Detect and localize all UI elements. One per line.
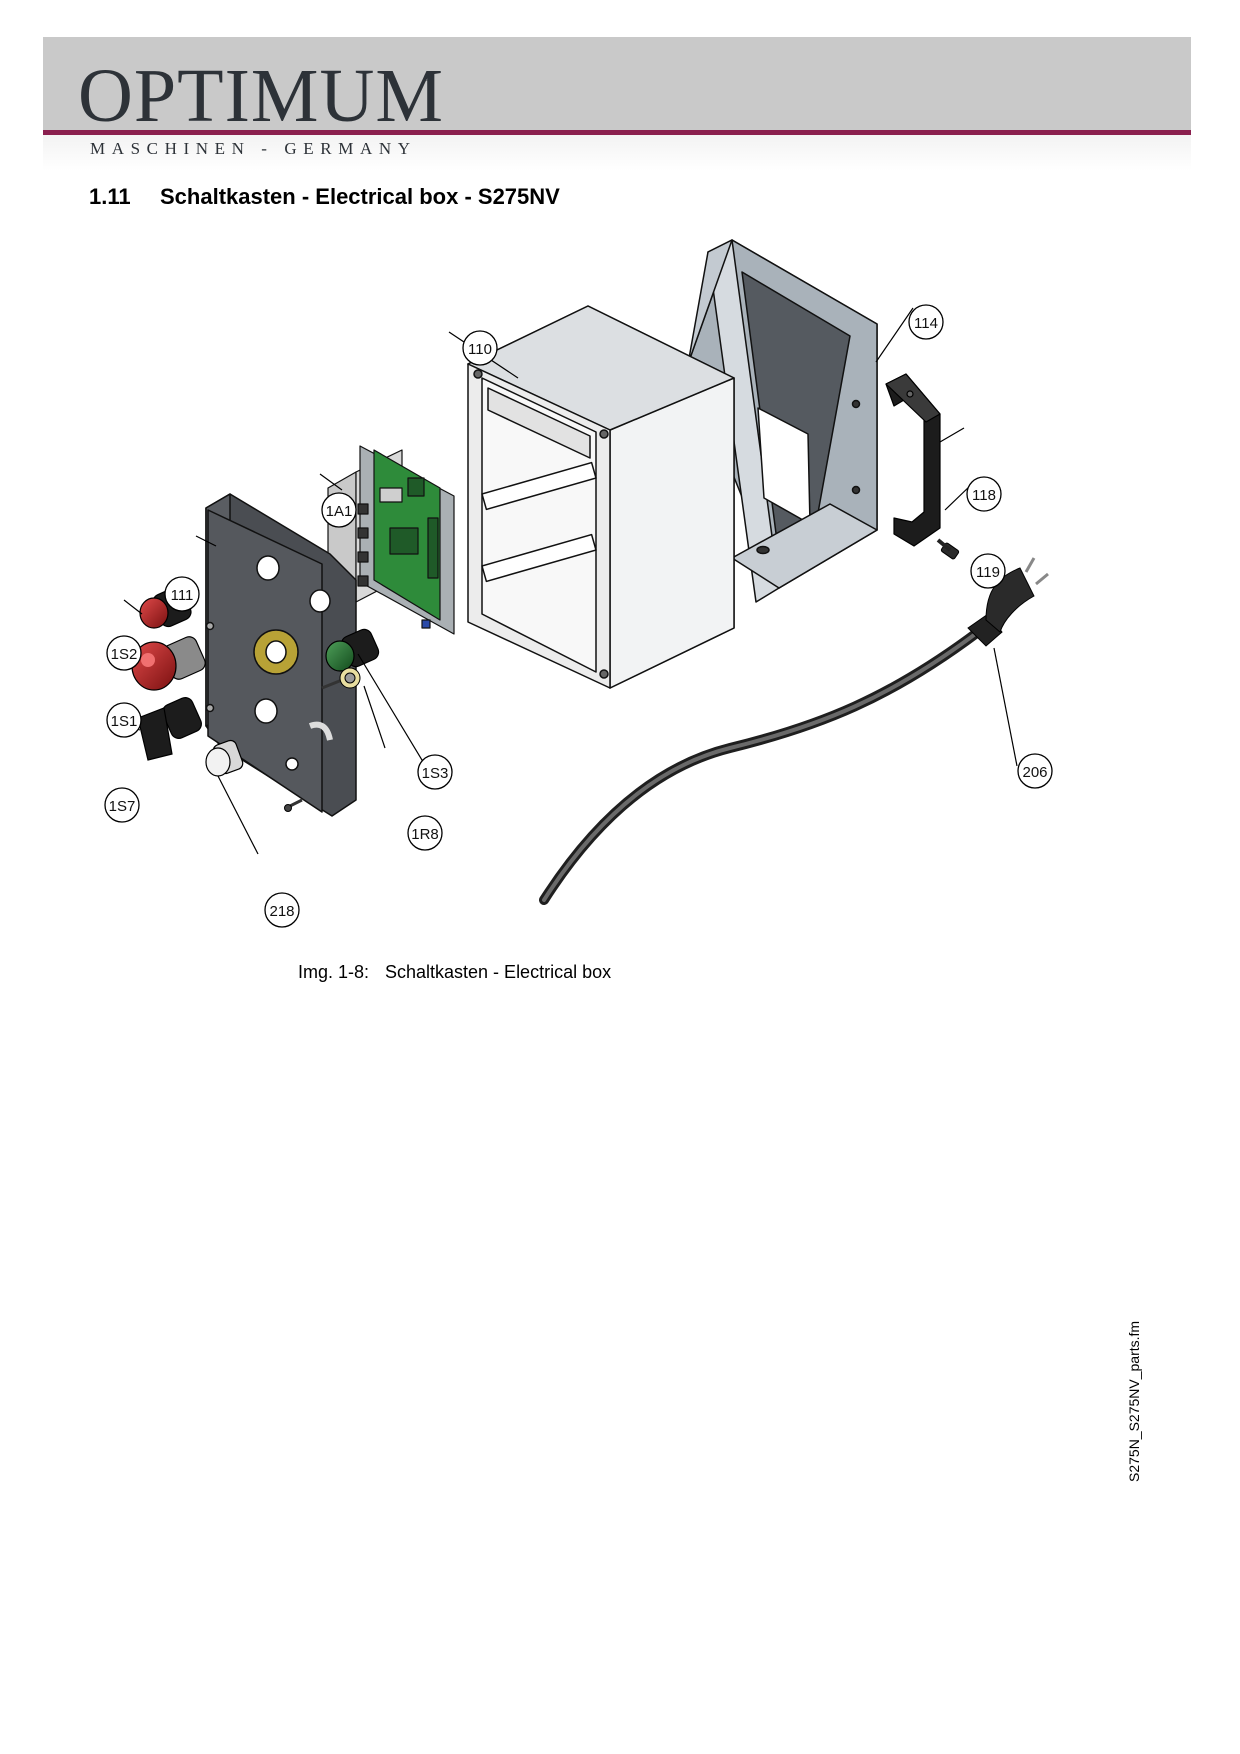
figure-caption: Img. 1-8: Schaltkasten - Electrical box <box>298 962 611 983</box>
callout-218: 218 <box>264 892 300 928</box>
svg-text:1S2: 1S2 <box>111 646 138 663</box>
emergency-stop-button <box>131 636 206 691</box>
potentiometer-knob <box>205 739 244 777</box>
plate-screw <box>284 798 303 812</box>
callout-leaders <box>123 307 1018 855</box>
svg-text:218: 218 <box>269 903 294 920</box>
caption-text: Schaltkasten - Electrical box <box>385 962 612 982</box>
header-band <box>43 37 1191 130</box>
brand-logo: OPTIMUM <box>78 54 444 138</box>
exploded-view-drawing: 110 114 118 119 1A1 111 1S2 1S1 1S7 1S3 … <box>104 239 1053 928</box>
callout-110: 110 <box>462 330 498 366</box>
callout-118: 118 <box>966 476 1002 512</box>
svg-text:206: 206 <box>1022 764 1047 781</box>
header-rule <box>43 130 1191 135</box>
caption-number: Img. 1-8: <box>298 962 370 982</box>
enclosure-box <box>467 305 735 689</box>
svg-text:1R8: 1R8 <box>411 826 439 843</box>
section-title: Schaltkasten - Electrical box - S275NV <box>160 184 560 209</box>
callout-114: 114 <box>908 304 944 340</box>
callout-1S1: 1S1 <box>106 702 142 738</box>
callout-1R8: 1R8 <box>407 815 443 851</box>
brand-tagline: MASCHINEN - GERMANY <box>90 139 417 158</box>
file-reference: S275N_S275NV_parts.fm <box>1126 1320 1142 1482</box>
callout-1S2: 1S2 <box>106 635 142 671</box>
handle-screw <box>936 538 960 560</box>
svg-text:1S3: 1S3 <box>422 765 449 782</box>
svg-text:111: 111 <box>171 587 194 604</box>
svg-text:1S1: 1S1 <box>111 713 138 730</box>
circuit-board <box>327 445 455 635</box>
svg-text:114: 114 <box>914 315 938 332</box>
svg-text:118: 118 <box>972 487 996 504</box>
callout-206: 206 <box>1017 753 1053 789</box>
svg-text:1A1: 1A1 <box>326 503 353 520</box>
green-indicator-lamp <box>325 628 380 672</box>
potentiometer <box>321 667 361 690</box>
registered-mark: ® <box>424 72 433 84</box>
callout-111: 111 <box>164 576 200 612</box>
callout-1S7: 1S7 <box>104 787 140 823</box>
front-panel-plate <box>205 493 357 817</box>
section-number: 1.11 <box>89 184 131 209</box>
callout-1A1: 1A1 <box>321 492 357 528</box>
handle <box>885 373 941 547</box>
svg-text:1S7: 1S7 <box>109 798 136 815</box>
bracket-housing <box>687 239 878 603</box>
selector-switch <box>137 697 202 761</box>
callout-1S3: 1S3 <box>417 754 453 790</box>
callout-119: 119 <box>970 553 1006 589</box>
svg-text:119: 119 <box>976 564 1000 581</box>
header-fade <box>43 135 1191 171</box>
section-heading: 1.11 Schaltkasten - Electrical box - S275… <box>89 184 560 210</box>
svg-text:110: 110 <box>468 341 492 358</box>
